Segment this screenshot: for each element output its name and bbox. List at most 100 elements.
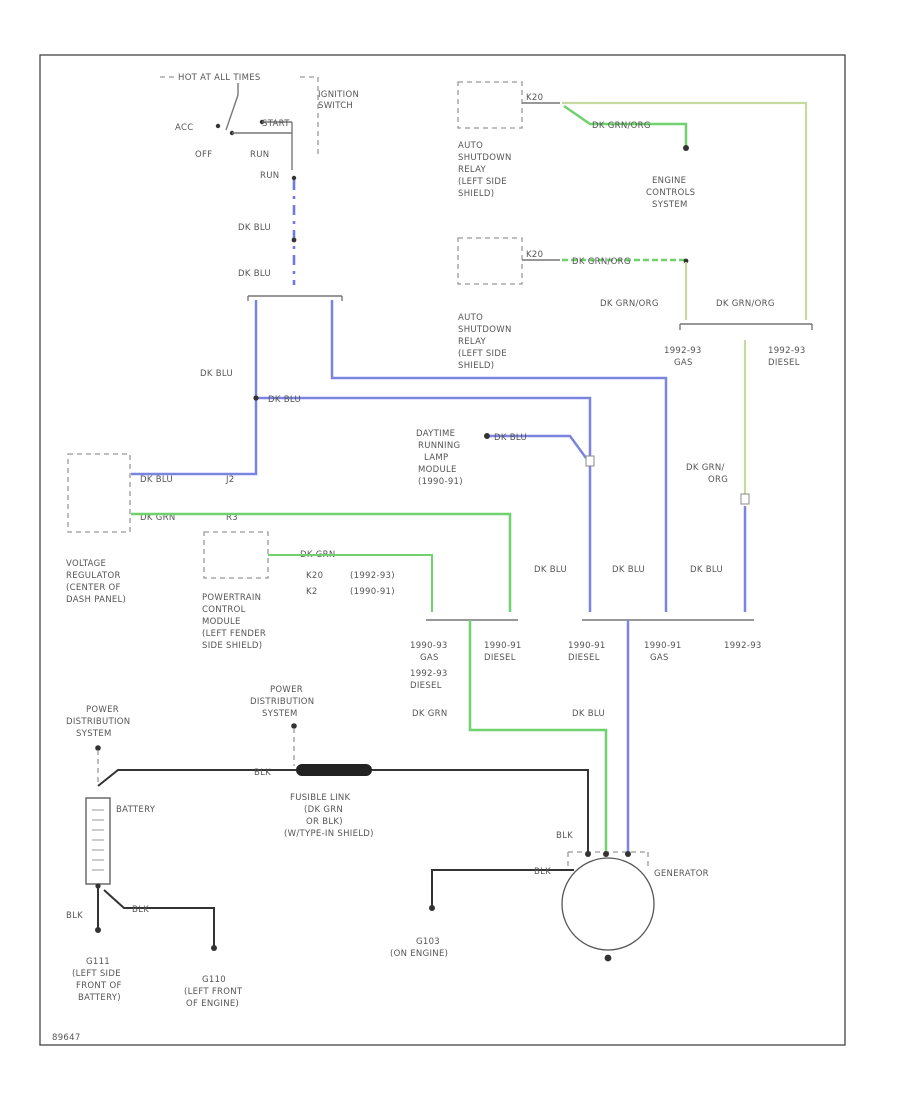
k20-label-lower: K20 xyxy=(526,250,543,260)
ground-g111 xyxy=(95,927,101,933)
svg-text:DISTRIBUTION: DISTRIBUTION xyxy=(66,717,130,727)
svg-text:GAS: GAS xyxy=(420,653,439,663)
voltage-regulator: DK BLU J2 DK GRN R3 VOLTAGE REGULATOR (C… xyxy=(66,453,238,605)
svg-text:(ON ENGINE): (ON ENGINE) xyxy=(390,949,448,959)
svg-text:DIESEL: DIESEL xyxy=(768,358,800,368)
wire-label-blk-5: BLK xyxy=(534,867,551,877)
svg-text:(1990-91): (1990-91) xyxy=(350,587,395,597)
generator-label: GENERATOR xyxy=(654,869,709,879)
svg-text:POWER: POWER xyxy=(270,685,303,695)
ground-g110 xyxy=(211,945,217,951)
wire-blk-g110 xyxy=(103,889,215,946)
svg-text:SHUTDOWN: SHUTDOWN xyxy=(458,153,512,163)
power-distribution-top: POWER DISTRIBUTION SYSTEM xyxy=(250,685,314,766)
wire-label-dkblu-gen: DK BLU xyxy=(572,709,605,719)
j2-label: J2 xyxy=(225,475,235,485)
svg-text:AUTO: AUTO xyxy=(458,313,483,323)
wire-label-dkblu-vr: DK BLU xyxy=(140,475,173,485)
wire-dkblu-diesel xyxy=(256,396,592,612)
wire-label-blk-2: BLK xyxy=(66,911,83,921)
svg-text:SYSTEM: SYSTEM xyxy=(652,200,688,210)
wire-label-dkblu-1: DK BLU xyxy=(238,223,271,233)
svg-text:(LEFT SIDE: (LEFT SIDE xyxy=(458,349,507,359)
wire-label-dkgrnorg-2: DK GRN/ORG xyxy=(572,257,631,267)
svg-text:DIESEL: DIESEL xyxy=(410,681,442,691)
svg-text:MODULE: MODULE xyxy=(202,617,241,627)
svg-text:FRONT OF: FRONT OF xyxy=(76,981,122,991)
r3-label: R3 xyxy=(226,513,238,523)
svg-text:ENGINE: ENGINE xyxy=(652,176,686,186)
connector-c-right xyxy=(740,493,750,505)
svg-text:(LEFT FRONT: (LEFT FRONT xyxy=(184,987,243,997)
asd-relay-upper: K20 AUTO SHUTDOWN RELAY (LEFT SIDE SHIEL… xyxy=(457,81,560,199)
ignition-switch-label-2: SWITCH xyxy=(318,101,353,111)
svg-text:(1990-91): (1990-91) xyxy=(418,477,463,487)
svg-text:GAS: GAS xyxy=(674,358,693,368)
wire-label-dkblu-3: DK BLU xyxy=(200,369,233,379)
svg-text:1990-91: 1990-91 xyxy=(568,641,606,651)
svg-text:(LEFT SIDE: (LEFT SIDE xyxy=(458,177,507,187)
engine-controls-connector xyxy=(683,145,689,151)
svg-text:BATTERY): BATTERY) xyxy=(78,993,121,1003)
off-label: OFF xyxy=(195,150,212,160)
svg-text:DISTRIBUTION: DISTRIBUTION xyxy=(250,697,314,707)
wire-label-dkgrn-vr: DK GRN xyxy=(140,513,175,523)
wire-label-dkgrnorg-stack-2: ORG xyxy=(708,475,728,485)
k20-pcm-label: K20 xyxy=(306,571,323,581)
diagram-frame xyxy=(39,54,846,1046)
hot-run-label: RUN xyxy=(260,171,279,181)
wire-blk-generator xyxy=(372,769,589,852)
ground-g103 xyxy=(429,905,435,911)
svg-text:SHIELD): SHIELD) xyxy=(458,189,494,199)
wire-dkgrn-voltage-regulator xyxy=(131,512,512,612)
svg-text:(DK GRN: (DK GRN xyxy=(304,805,343,815)
wire-dkgrn-generator xyxy=(468,620,608,852)
wire-dkgrn-org-asd1-engine xyxy=(563,104,688,146)
svg-text:SYSTEM: SYSTEM xyxy=(76,729,112,739)
asd-relay-lower: K20 AUTO SHUTDOWN RELAY (LEFT SIDE SHIEL… xyxy=(457,237,560,371)
svg-text:MODULE: MODULE xyxy=(418,465,457,475)
svg-text:SYSTEM: SYSTEM xyxy=(262,709,298,719)
wire-label-dkblu-drl: DK BLU xyxy=(494,433,527,443)
k20-label-upper: K20 xyxy=(526,93,543,103)
wire-label-blk-4: BLK xyxy=(556,831,573,841)
svg-text:1992-93: 1992-93 xyxy=(664,346,702,356)
fusible-link xyxy=(296,764,372,776)
svg-text:(LEFT SIDE: (LEFT SIDE xyxy=(72,969,121,979)
svg-text:LAMP: LAMP xyxy=(424,453,448,463)
svg-text:REGULATOR: REGULATOR xyxy=(66,571,121,581)
svg-text:OR BLK): OR BLK) xyxy=(306,817,343,827)
svg-text:1992-93: 1992-93 xyxy=(768,346,806,356)
wire-label-blk-3: BLK xyxy=(132,905,149,915)
svg-text:RELAY: RELAY xyxy=(458,165,487,175)
generator: GENERATOR xyxy=(561,851,709,962)
wire-label-dkblu-6: DK BLU xyxy=(612,565,645,575)
wire-blk-battery-positive xyxy=(97,769,296,787)
svg-text:SIDE SHIELD): SIDE SHIELD) xyxy=(202,641,262,651)
svg-text:RUNNING: RUNNING xyxy=(418,441,460,451)
power-distribution-left: POWER DISTRIBUTION SYSTEM xyxy=(66,705,130,786)
svg-text:G111: G111 xyxy=(86,957,110,967)
wire-dkgrn-pcm xyxy=(268,554,433,612)
svg-text:POWERTRAIN: POWERTRAIN xyxy=(202,593,261,603)
wire-label-dkgrn-gen: DK GRN xyxy=(412,709,447,719)
svg-text:1990-93: 1990-93 xyxy=(410,641,448,651)
svg-text:DAYTIME: DAYTIME xyxy=(416,429,455,439)
footer-code: 89647 xyxy=(52,1033,81,1043)
svg-text:G103: G103 xyxy=(416,937,440,947)
wire-dkgrn-org-asd1-diesel xyxy=(562,101,808,320)
drl-module: DK BLU DAYTIME RUNNING LAMP MODULE (1990… xyxy=(416,429,595,487)
wire-label-dkblu-5: DK BLU xyxy=(534,565,567,575)
svg-text:1990-91: 1990-91 xyxy=(484,641,522,651)
svg-text:POWER: POWER xyxy=(86,705,119,715)
svg-text:OF ENGINE): OF ENGINE) xyxy=(186,999,239,1009)
wire-label-blk-1: BLK xyxy=(254,768,271,778)
svg-text:FUSIBLE LINK: FUSIBLE LINK xyxy=(290,793,351,803)
wire-blk-g103 xyxy=(431,869,574,906)
svg-text:(LEFT FENDER: (LEFT FENDER xyxy=(202,629,266,639)
svg-text:CONTROL: CONTROL xyxy=(202,605,246,615)
k2-pcm-label: K2 xyxy=(306,587,318,597)
svg-text:DIESEL: DIESEL xyxy=(484,653,516,663)
powertrain-control-module: DK GRN K20 (1992-93) K2 (1990-91) POWERT… xyxy=(202,531,395,651)
